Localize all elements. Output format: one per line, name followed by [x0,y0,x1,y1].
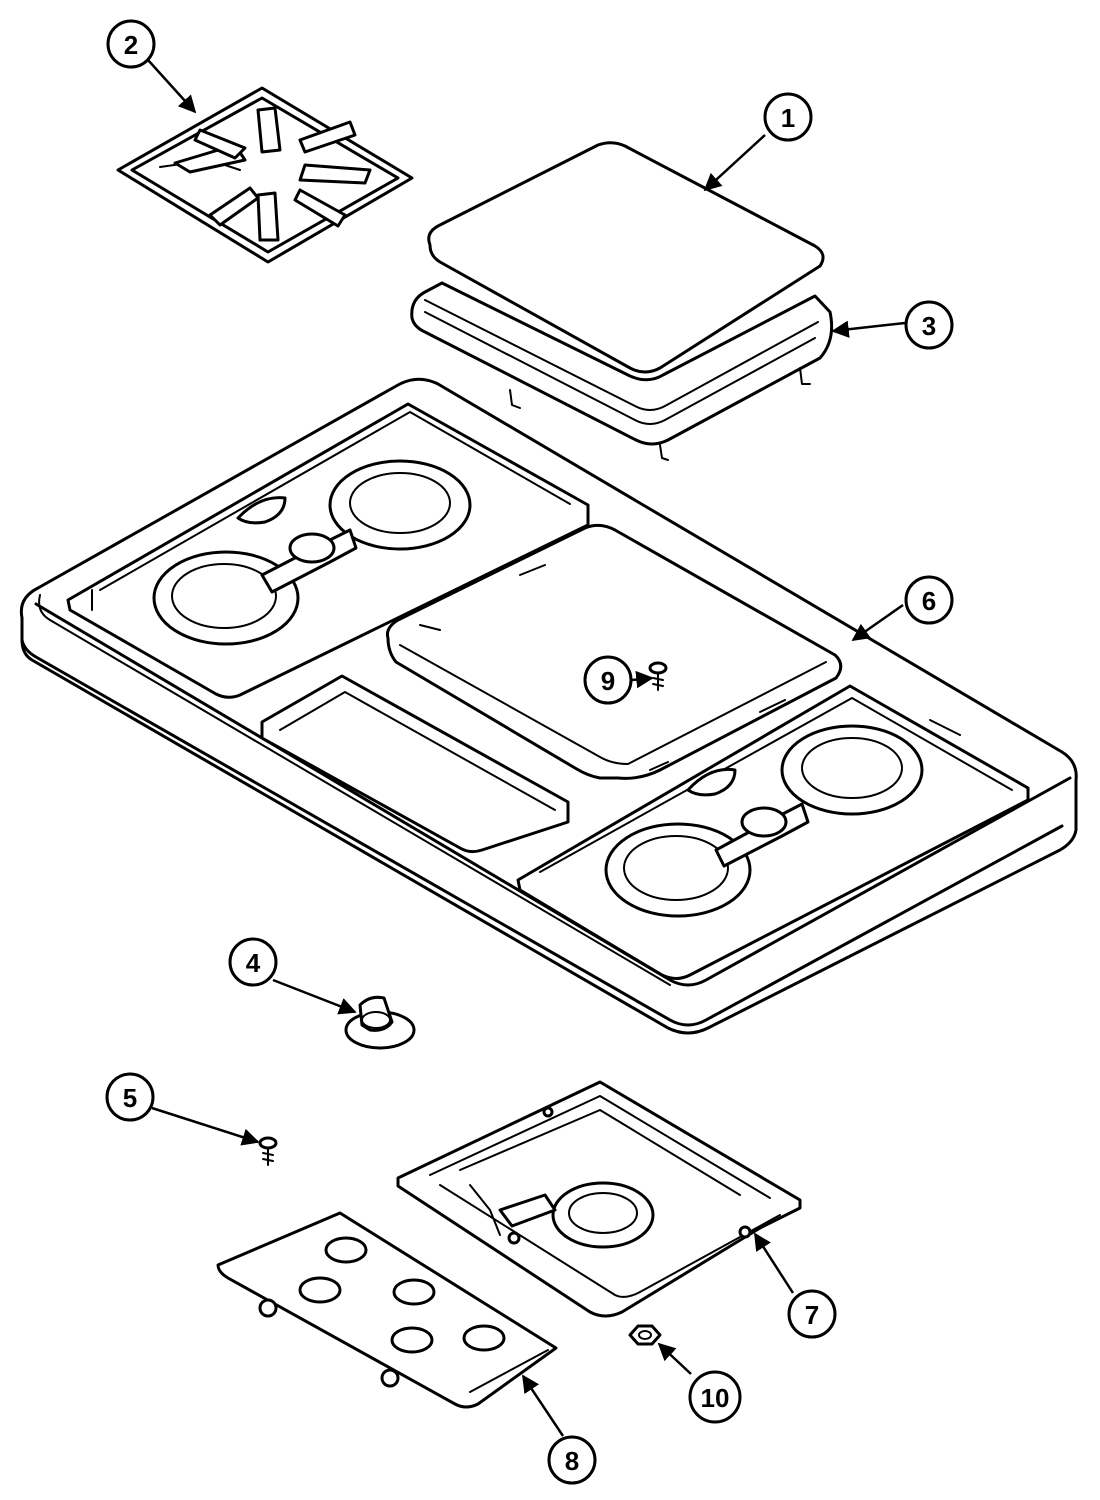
callout-1-label: 1 [781,103,795,133]
burner-grate-part [116,86,414,264]
burner-plate-part [216,1211,558,1409]
callout-4: 4 [228,937,278,987]
callout-4-label: 4 [246,948,261,978]
callout-8-label: 8 [565,1446,579,1476]
burner-box-part [396,1080,802,1318]
callout-10-label: 10 [701,1383,730,1413]
callout-8: 8 [547,1435,597,1485]
screw-part-5 [258,1136,278,1166]
callout-9: 9 [583,655,633,705]
callout-2: 2 [106,19,156,69]
callout-9-label: 9 [601,666,615,696]
screw-part-9 [648,661,668,691]
callout-7-label: 7 [805,1300,819,1330]
cooktop-main-panel-part [19,377,1078,1035]
leader-lines [147,59,906,1437]
callout-3-label: 3 [922,311,936,341]
callout-10: 10 [688,1370,742,1424]
griddle-cover-part [427,141,825,374]
callout-5: 5 [105,1072,155,1122]
callout-7: 7 [787,1289,837,1339]
callout-2-label: 2 [124,30,138,60]
hex-nut-part [628,1324,662,1346]
callout-6: 6 [904,575,954,625]
callout-6-label: 6 [922,586,936,616]
callout-1: 1 [763,92,813,142]
control-knob-part [344,995,416,1050]
callout-3: 3 [904,300,954,350]
callout-5-label: 5 [123,1083,137,1113]
